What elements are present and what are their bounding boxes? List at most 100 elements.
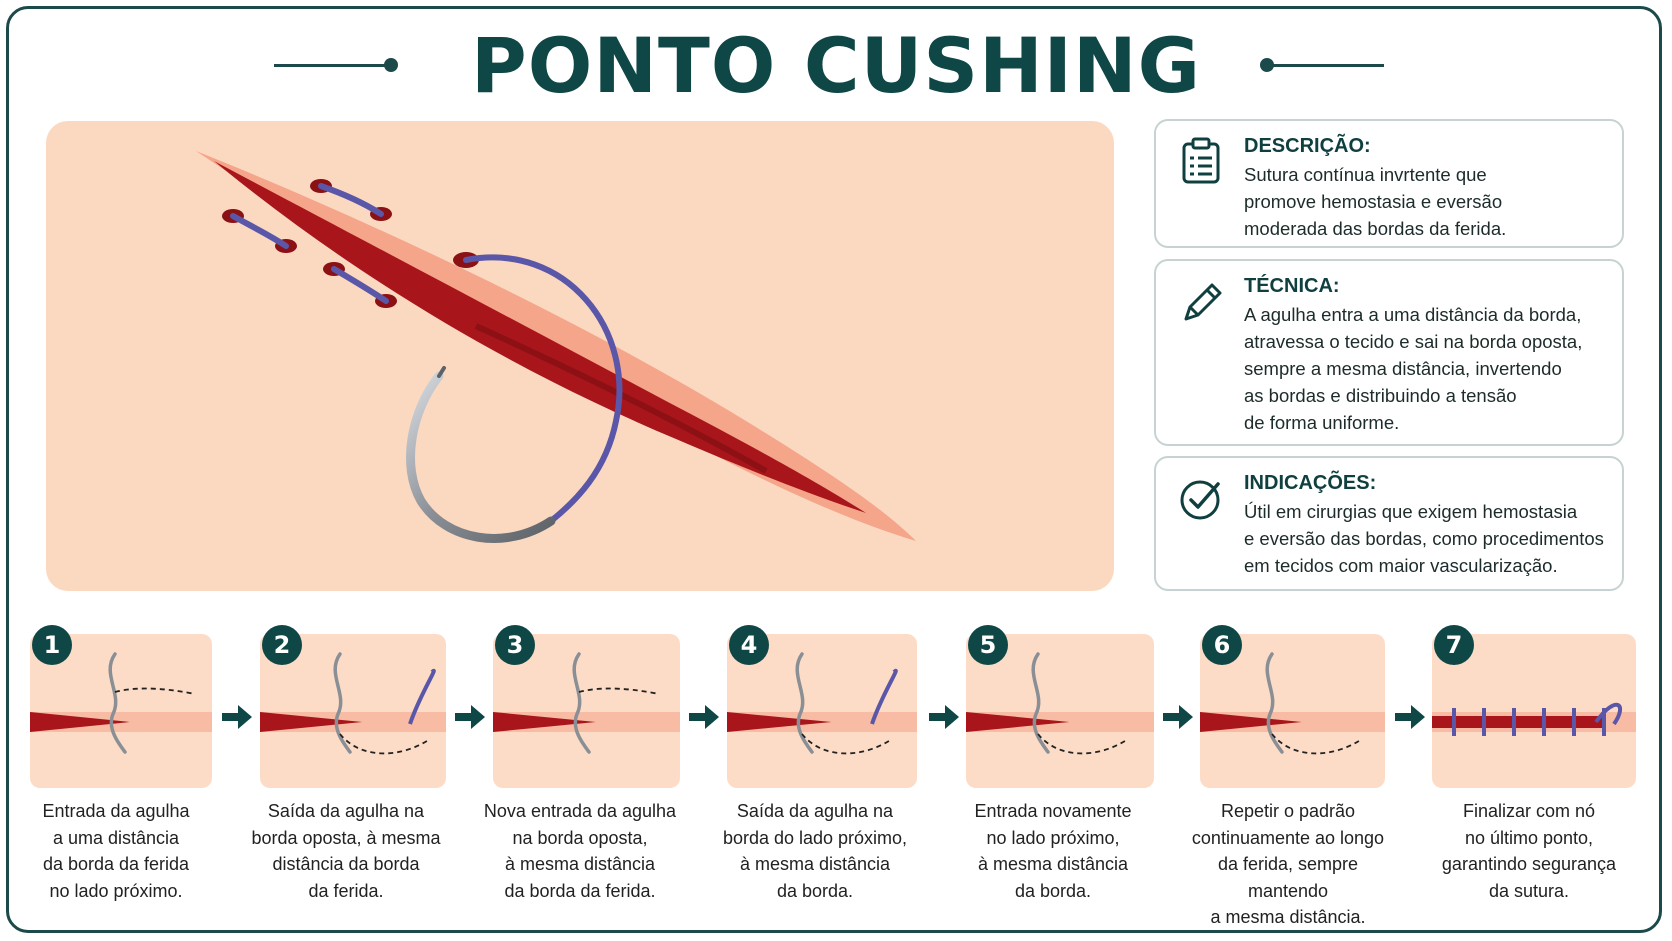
step-diagram — [727, 652, 917, 755]
page-title: PONTO CUSHING — [471, 21, 1201, 110]
step-3-illustration — [493, 634, 680, 788]
step-5-illustration — [966, 634, 1154, 788]
wound-needle-illustration — [196, 151, 916, 543]
card-title: DESCRIÇÃO: — [1244, 135, 1371, 157]
check-circle-icon — [1180, 480, 1220, 520]
suture-thread — [463, 254, 623, 524]
stitch-thread — [318, 183, 384, 217]
needle — [1031, 652, 1050, 754]
step-caption-line: na borda oposta, — [512, 827, 648, 848]
step-caption-line: Saída da agulha na — [267, 801, 425, 821]
step-caption-line: Nova entrada da agulha — [483, 801, 677, 821]
wound-depth-line — [474, 323, 768, 474]
step-3-caption: Nova entrada da agulha na borda oposta, à … — [475, 798, 685, 904]
wound-wedge — [966, 712, 1070, 732]
step-4-caption: Saída da agulha na borda do lado próximo,… — [710, 798, 920, 904]
hero-illustration — [46, 121, 1114, 591]
needle — [333, 652, 352, 754]
arrow-right-icon — [929, 705, 959, 729]
suture-path — [578, 687, 660, 695]
suture-path — [801, 733, 893, 755]
step-number-badge: 6 — [1202, 625, 1242, 665]
step-number-badge: 7 — [1434, 625, 1474, 665]
step-5-caption: Entrada novamente no lado próximo, à mesma… — [948, 798, 1158, 904]
step-diagram — [966, 652, 1154, 755]
step-caption-line: da borda. — [776, 880, 854, 901]
step-caption-line: distância da borda — [272, 854, 420, 874]
step-caption-line: Repetir o padrão — [1220, 801, 1356, 821]
wound-closed — [1432, 716, 1606, 728]
title-decor-right-dot — [1260, 58, 1274, 72]
wound-wedge — [1200, 712, 1302, 732]
suture-thread-loop — [870, 668, 898, 725]
step-caption-line: à mesma distância — [977, 854, 1129, 874]
step-diagram — [30, 652, 212, 754]
step-caption-line: da ferida. — [308, 880, 384, 901]
wound-wedge — [30, 712, 131, 732]
card-line: e eversão das bordas, como procedimentos — [1244, 528, 1604, 549]
step-diagram — [260, 652, 446, 755]
title-decor-right-line — [1268, 64, 1384, 67]
needle — [108, 652, 127, 754]
step-caption-line: à mesma distância — [739, 854, 891, 874]
step-caption-line: no lado próximo. — [49, 880, 183, 901]
card-text: Sutura contínua invrtente que promove he… — [1244, 161, 1614, 242]
card-title: TÉCNICA: — [1244, 275, 1340, 297]
title-decor-left-dot — [384, 58, 398, 72]
card-line: Útil em cirurgias que exigem hemostasia — [1244, 501, 1578, 522]
card-line: sempre a mesma distância, invertendo — [1244, 358, 1562, 379]
step-caption-line: borda do lado próximo, — [722, 827, 908, 848]
step-caption-line: Entrada novamente — [974, 801, 1132, 821]
wound-wedge — [727, 712, 832, 732]
curved-needle — [406, 371, 556, 543]
step-caption-line: da sutura. — [1488, 880, 1570, 901]
arrow-right-icon — [455, 705, 485, 729]
card-indicacoes: INDICAÇÕES: Útil em cirurgias que exigem… — [1154, 456, 1624, 591]
step-caption-line: da borda. — [1014, 880, 1092, 901]
wound-wedge — [260, 712, 363, 732]
step-6-caption: Repetir o padrão continuamente ao longo da… — [1183, 798, 1393, 931]
step-diagram — [493, 652, 680, 754]
suture-path — [1271, 733, 1363, 755]
card-text: A agulha entra a uma distância da borda,… — [1244, 301, 1614, 436]
card-line: Sutura contínua invrtente que — [1244, 164, 1487, 185]
step-caption-line: à mesma distância — [504, 854, 656, 874]
card-line: de forma uniforme. — [1244, 412, 1400, 433]
arrow-right-icon — [222, 705, 252, 729]
step-caption-line: da ferida, sempre mantendo — [1217, 854, 1359, 901]
step-caption-line: da borda da ferida. — [504, 880, 656, 901]
card-line: moderada das bordas da ferida. — [1244, 218, 1507, 239]
arrow-right-icon — [1395, 705, 1425, 729]
step-caption-line: Saída da agulha na — [736, 801, 894, 821]
suture-path — [339, 733, 431, 755]
final-knot — [1594, 702, 1622, 726]
card-line: atravessa o tecido e sai na borda oposta… — [1244, 331, 1583, 352]
stitch-thread — [331, 266, 389, 304]
stitch-thread — [230, 213, 289, 249]
card-line: as bordas e distribuindo a tensão — [1244, 385, 1517, 406]
needle-tip — [437, 366, 446, 378]
title-decor-left-line — [274, 64, 390, 67]
title-bar: PONTO CUSHING — [0, 22, 1672, 110]
step-number-badge: 4 — [729, 625, 769, 665]
step-number-badge: 3 — [495, 625, 535, 665]
step-diagram — [1432, 702, 1636, 736]
step-caption-line: no último ponto, — [1464, 827, 1594, 848]
step-caption-line: no lado próximo, — [986, 827, 1120, 848]
step-number-badge: 2 — [262, 625, 302, 665]
arrow-right-icon — [689, 705, 719, 729]
card-line: em tecidos com maior vascularização. — [1244, 555, 1558, 576]
needle — [572, 652, 591, 754]
clipboard-icon — [1182, 137, 1220, 184]
step-caption-line: continuamente ao longo — [1191, 827, 1385, 848]
card-line: A agulha entra a uma distância da borda, — [1244, 304, 1582, 325]
suture-thread-loop — [408, 668, 436, 725]
arrow-right-icon — [1163, 705, 1193, 729]
step-caption-line: garantindo segurança — [1441, 854, 1617, 874]
card-line: promove hemostasia e eversão — [1244, 191, 1503, 212]
step-caption-line: a mesma distância. — [1210, 907, 1366, 927]
card-text: Útil em cirurgias que exigem hemostasia … — [1244, 498, 1614, 579]
suture-path — [114, 687, 196, 695]
